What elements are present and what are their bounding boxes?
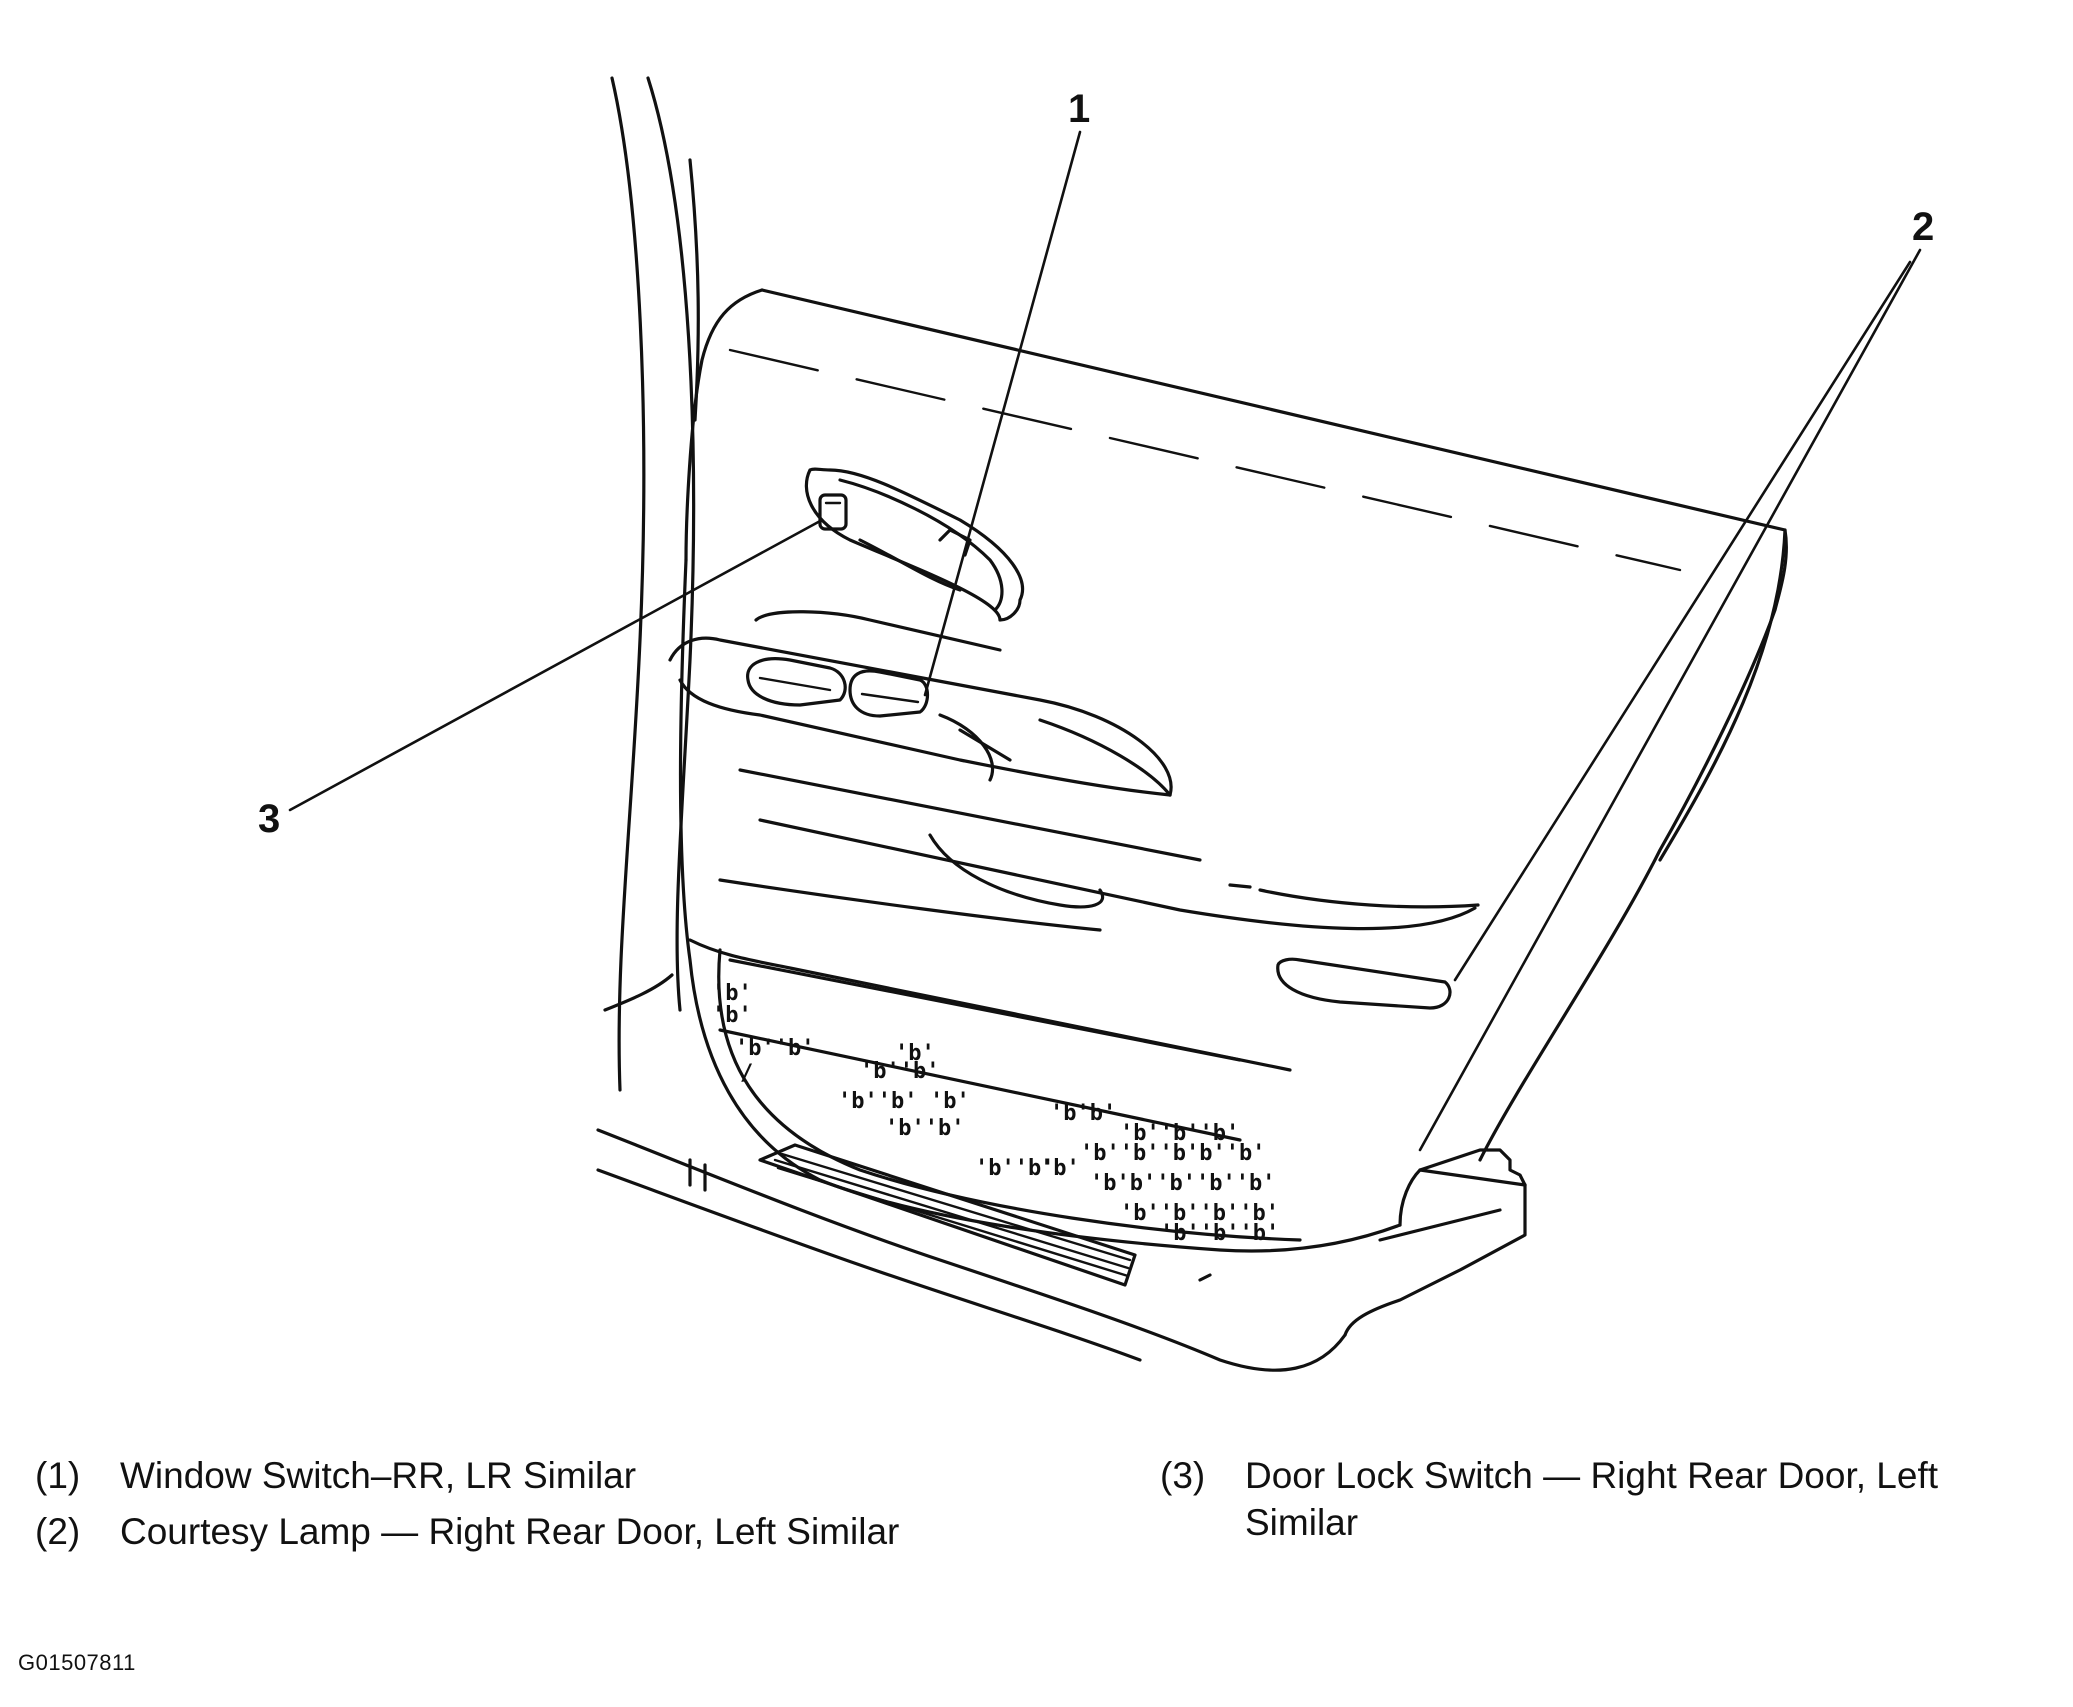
svg-text:ꞌbꞌꞌbꞌꞌbꞌbꞌꞌbꞌ: ꞌbꞌꞌbꞌꞌbꞌbꞌꞌbꞌ [1080,1141,1265,1166]
armrest-bezel [668,610,1173,797]
leader-line-2b [1453,260,1912,982]
door-panel-diagram: ꞌbꞌ ꞌbꞌ ꞌbꞌꞌbꞌ / ꞌbꞌꞌbꞌ ꞌbꞌ ꞌbꞌꞌbꞌ ꞌbꞌ ꞌ… [258,76,1934,1372]
legend-text: Window Switch–RR, LR Similar [120,1455,637,1496]
svg-text:ꞌbꞌꞌbꞌꞌbꞌ: ꞌbꞌꞌbꞌꞌbꞌ [1120,1121,1239,1146]
door-panel-outline [678,288,1788,1253]
door-lock-switch-graphic [818,493,848,531]
svg-text:ꞌbꞌ: ꞌbꞌ [712,981,752,1006]
lower-panel-trim [688,768,1480,1142]
svg-text:ꞌbꞌꞌbꞌ: ꞌbꞌꞌbꞌ [735,1036,814,1061]
callout-3: 3 [258,797,280,841]
svg-text:ꞌbꞌ: ꞌbꞌ [895,1041,935,1066]
leader-line-1 [923,130,1082,697]
svg-text:ꞌbꞌꞌbꞌ: ꞌbꞌꞌbꞌ [885,1116,964,1141]
svg-text:ꞌbꞌbꞌꞌbꞌꞌbꞌꞌbꞌ: ꞌbꞌbꞌꞌbꞌꞌbꞌꞌbꞌ [1090,1171,1275,1196]
svg-text:ꞌbꞌꞌbꞌ: ꞌbꞌꞌbꞌ [860,1059,939,1084]
svg-text:/: / [740,1061,753,1086]
figure-id: G01507811 [18,1650,136,1675]
svg-text:ꞌbꞌꞌbꞌ: ꞌbꞌꞌbꞌ [838,1089,917,1114]
svg-text:ꞌbꞌꞌbꞌ: ꞌbꞌꞌbꞌ [975,1156,1054,1181]
sill-plate [596,1128,1527,1372]
svg-text:ꞌbꞌ: ꞌbꞌ [1040,1156,1080,1181]
leader-lines [288,130,1922,1152]
legend-number: (1) [35,1455,81,1496]
door-handle-recess [804,467,1025,622]
legend-text: Door Lock Switch — Right Rear Door, Left… [1245,1455,1939,1543]
carpet-texture: ꞌbꞌ ꞌbꞌ ꞌbꞌꞌbꞌ / ꞌbꞌꞌbꞌ ꞌbꞌ ꞌbꞌꞌbꞌ ꞌbꞌ ꞌ… [712,981,1279,1246]
leader-line-3 [288,518,824,812]
legend-text: Courtesy Lamp — Right Rear Door, Left Si… [120,1511,900,1552]
callout-2: 2 [1912,205,1934,249]
legend-number: (2) [35,1511,81,1552]
leader-line-2 [1418,248,1922,1152]
svg-text:ꞌbꞌ: ꞌbꞌ [712,1003,752,1028]
callout-1: 1 [1068,87,1090,131]
door-frame-pillar [603,76,700,1092]
svg-text:ꞌbꞌꞌbꞌꞌbꞌ: ꞌbꞌꞌbꞌꞌbꞌ [1160,1221,1279,1246]
legend-number: (3) [1160,1455,1206,1496]
legend: (1) Window Switch–RR, LR Similar (2) Cou… [0,1452,2073,1652]
courtesy-lamp-graphic [1276,957,1452,1010]
svg-text:ꞌbꞌbꞌ: ꞌbꞌbꞌ [1050,1101,1116,1126]
svg-text:ꞌbꞌ: ꞌbꞌ [930,1089,970,1114]
svg-text:ꞌbꞌꞌbꞌꞌbꞌꞌbꞌ: ꞌbꞌꞌbꞌꞌbꞌꞌbꞌ [1120,1201,1279,1226]
